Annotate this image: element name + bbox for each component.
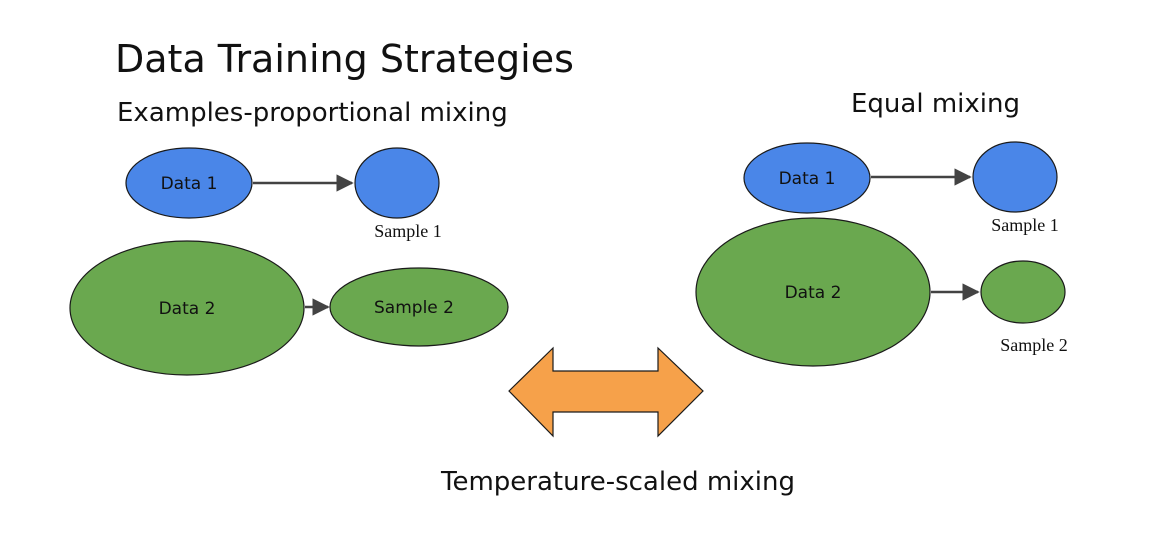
right-diagram: Data 1 Sample 1 Data 2 Sample 2 — [695, 141, 1068, 367]
left-sample2-node — [329, 267, 509, 347]
left-panel-heading: Examples-proportional mixing — [117, 98, 508, 128]
right-sample2-label: Sample 2 — [1000, 335, 1068, 355]
page-title: Data Training Strategies — [115, 37, 574, 81]
right-sample2-node — [980, 260, 1066, 324]
bottom-label: Temperature-scaled mixing — [440, 467, 795, 497]
left-data2-label: Data 2 — [159, 299, 216, 319]
right-data1-node — [743, 142, 871, 214]
right-data1-label: Data 1 — [779, 169, 836, 189]
right-data2-label: Data 2 — [785, 283, 842, 303]
double-headed-arrow — [508, 346, 704, 438]
left-sample2-label: Sample 2 — [374, 298, 454, 318]
right-sample1-label: Sample 1 — [991, 215, 1059, 235]
left-sample1-node — [354, 147, 440, 219]
left-sample1-label: Sample 1 — [374, 221, 442, 241]
right-data2-node — [695, 217, 931, 367]
left-data1-node — [125, 147, 253, 219]
left-data1-label: Data 1 — [161, 174, 218, 194]
left-diagram: Data 1 Sample 1 Data 2 Sample 2 — [69, 147, 509, 376]
right-panel-heading: Equal mixing — [851, 89, 1020, 119]
left-data2-node — [69, 240, 305, 376]
right-sample1-node — [972, 141, 1058, 213]
